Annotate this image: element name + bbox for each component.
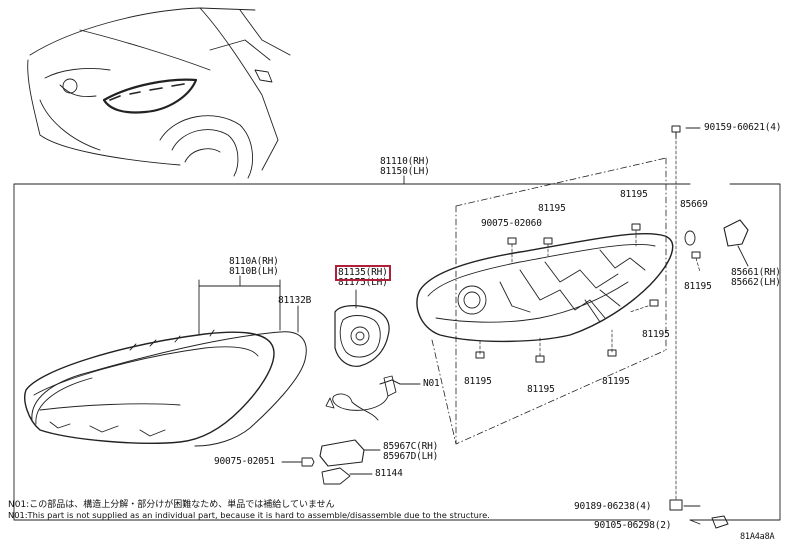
label-8110a-rh: 8110A(RH) [229,256,279,267]
label-85967c-rh: 85967C(RH) [383,441,439,452]
label-90075-02051: 90075-02051 [214,456,275,467]
inner-bezel [334,305,390,367]
label-8110a-8110b: 8110A(RH) 8110B(LH) [229,257,279,277]
label-81144: 81144 [375,468,403,479]
label-81195-right: 81195 [684,281,712,292]
illustration-ref: 81A4a8A [740,532,775,542]
label-85661-85662: 85661(RH) 85662(LH) [731,268,781,288]
label-81195-right-lower: 81195 [642,329,670,340]
note-english: N01:This part is not supplied as an indi… [8,510,490,520]
label-81175-lh: 81175(LH) [338,277,388,288]
label-85669: 85669 [680,199,708,210]
label-n01: N01 [423,378,440,389]
label-81110-rh: 81110(RH) [380,156,430,167]
label-90189-06238: 90189-06238(4) [574,501,652,512]
headlight-lens [24,329,275,444]
label-90105-06298: 90105-06298(2) [594,520,672,531]
label-85661-rh: 85661(RH) [731,267,781,278]
label-81132b: 81132B [278,295,312,306]
label-90159-60621: 90159-60621(4) [704,122,782,133]
label-81195-top: 81195 [620,189,648,200]
bolts [475,125,729,529]
car-front-sketch [27,7,291,179]
label-81150-lh: 81150(LH) [380,166,430,177]
label-85967d-lh: 85967D(LH) [383,451,439,462]
label-85967: 85967C(RH) 85967D(LH) [383,442,438,462]
label-85662-lh: 85662(LH) [731,277,781,288]
label-81135-81175: 81135(RH) 81175(LH) [335,265,391,288]
label-81110-81150: 81110(RH) 81150(LH) [380,157,430,177]
label-81195-bottom-3: 81195 [602,376,630,387]
headlight-housing [416,232,674,343]
label-81135-rh-highlighted[interactable]: 81135(RH) [335,265,391,281]
label-8110b-lh: 8110B(LH) [229,266,279,277]
label-81195-upper: 81195 [538,203,566,214]
label-90075-02060: 90075-02060 [481,218,542,229]
label-81195-bottom-1: 81195 [464,376,492,387]
note-japanese: N01:この部品は、構造上分解・部分けが困難なため、単品では補給していません [8,500,335,510]
label-81195-bottom-2: 81195 [527,384,555,395]
